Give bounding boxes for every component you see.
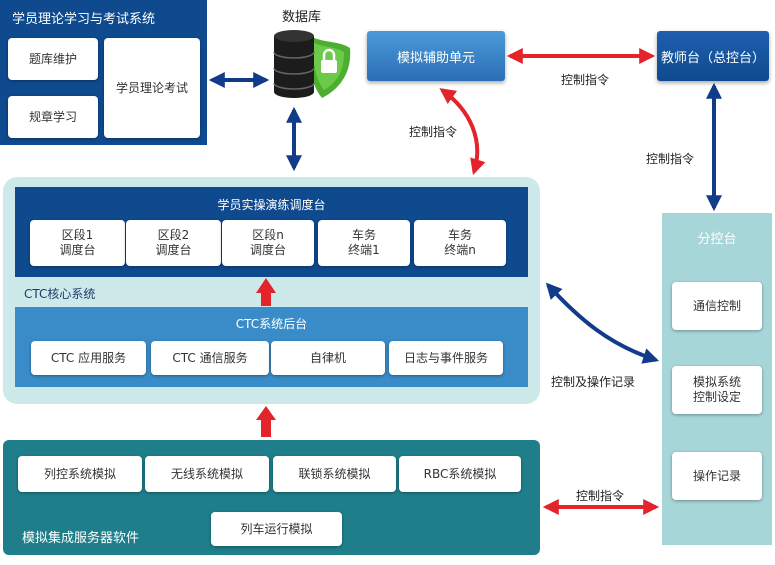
sim-item-train-run[interactable]: 列车运行模拟 bbox=[211, 512, 342, 546]
aux-unit-box[interactable]: 模拟辅助单元 bbox=[367, 31, 505, 81]
database-label: 数据库 bbox=[282, 10, 322, 25]
arrow-sim-ctc bbox=[256, 406, 276, 437]
sub-item-op-record[interactable]: 操作记录 bbox=[672, 452, 762, 500]
sim-item-wireless[interactable]: 无线系统模拟 bbox=[145, 456, 269, 492]
dispatch-title: 学员实操演练调度台 bbox=[217, 198, 326, 212]
arrow-backend-dispatch bbox=[256, 278, 276, 306]
sub-item-comm-control[interactable]: 通信控制 bbox=[672, 282, 762, 330]
backend-item-comm[interactable]: CTC 通信服务 bbox=[151, 341, 269, 375]
database-icon bbox=[273, 30, 351, 98]
theory-exam-box[interactable]: 学员理论考试 bbox=[104, 38, 200, 138]
ctrl-label-teacher-sub: 控制指令 bbox=[646, 152, 695, 166]
theory-system-title: 学员理论学习与考试系统 bbox=[12, 12, 156, 27]
sub-console-title: 分控台 bbox=[697, 232, 737, 247]
dispatch-item-section1[interactable]: 区段1 调度台 bbox=[30, 220, 125, 266]
arrow-aux-ctc bbox=[439, 88, 486, 176]
rules-study-box[interactable]: 规章学习 bbox=[8, 96, 98, 138]
dispatch-item-section2[interactable]: 区段2 调度台 bbox=[126, 220, 221, 266]
ctrl-label-aux-teacher: 控制指令 bbox=[561, 73, 610, 87]
sim-item-interlocking[interactable]: 联锁系统模拟 bbox=[273, 456, 396, 492]
ctrl-log-label: 控制及操作记录 bbox=[551, 375, 636, 389]
backend-item-autonomy[interactable]: 自律机 bbox=[271, 341, 385, 375]
sim-item-rbc[interactable]: RBC系统模拟 bbox=[399, 456, 521, 492]
dispatch-item-terminal1[interactable]: 车务 终端1 bbox=[318, 220, 410, 266]
backend-title: CTC系统后台 bbox=[235, 317, 308, 331]
teacher-console-box[interactable]: 教师台（总控台） bbox=[657, 31, 769, 81]
question-bank-box[interactable]: 题库维护 bbox=[8, 38, 98, 80]
dispatch-item-terminaln[interactable]: 车务 终端n bbox=[414, 220, 506, 266]
sub-item-sim-settings[interactable]: 模拟系统 控制设定 bbox=[672, 366, 762, 414]
ctc-core-label: CTC核心系统 bbox=[24, 287, 96, 301]
theory-system-panel: 学员理论学习与考试系统 题库维护 规章学习 学员理论考试 bbox=[0, 0, 207, 145]
sim-label: 模拟集成服务器软件 bbox=[22, 531, 140, 546]
backend-item-log[interactable]: 日志与事件服务 bbox=[389, 341, 503, 375]
arrow-ctc-sub bbox=[545, 282, 660, 364]
sim-item-train-control[interactable]: 列控系统模拟 bbox=[18, 456, 142, 492]
backend-item-app[interactable]: CTC 应用服务 bbox=[31, 341, 146, 375]
dispatch-item-sectionn[interactable]: 区段n 调度台 bbox=[222, 220, 314, 266]
